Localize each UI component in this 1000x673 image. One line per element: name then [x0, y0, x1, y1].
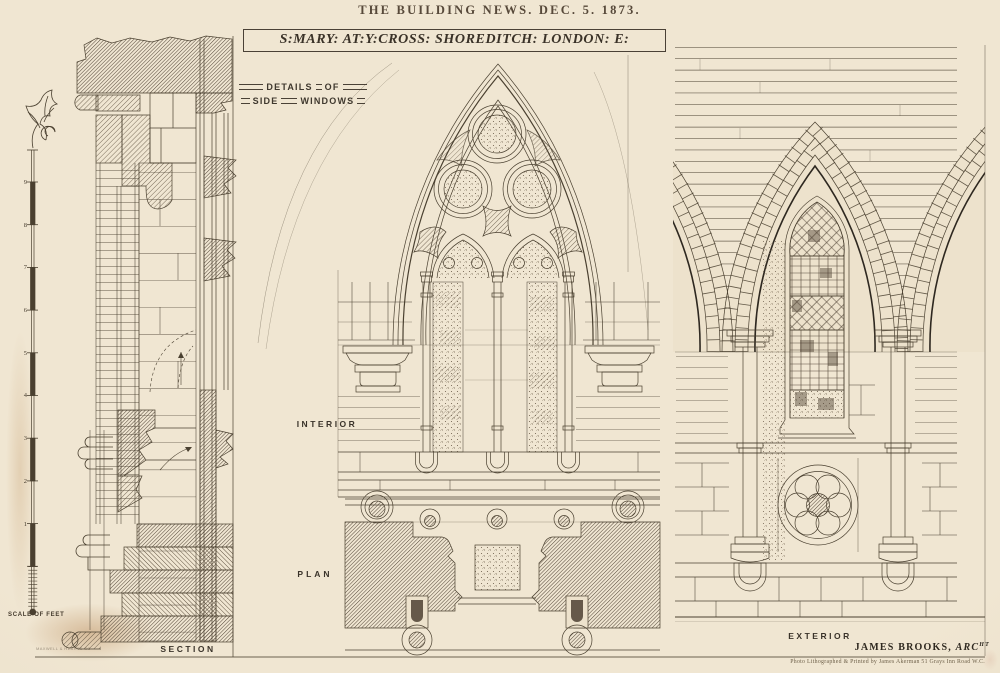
scale-bar: [25, 89, 59, 616]
label-exterior: EXTERIOR: [788, 631, 852, 641]
legend-word: OF: [324, 81, 340, 92]
decorative-rule: [315, 83, 322, 90]
details-legend: DETAILS OF SIDE WINDOWS: [236, 81, 370, 109]
scale-numeral: 5: [23, 350, 27, 357]
flank-capital-right: [584, 345, 655, 393]
architect-abbr-superscript: HT: [979, 642, 990, 648]
architect-name: JAMES BROOKS,: [854, 642, 952, 653]
exterior-drawing: [673, 47, 985, 622]
tracery-circles: [413, 104, 583, 259]
decorative-rule: [281, 97, 298, 104]
scale-finial-ornament: [25, 89, 59, 149]
interior-sill: [338, 451, 660, 498]
decorative-rule: [357, 97, 366, 104]
plan-wall-left: [344, 521, 463, 629]
plan-mullion-block: [474, 544, 521, 591]
decorative-rule: [239, 83, 264, 90]
architect-signature: JAMES BROOKS, ARCHT: [845, 642, 990, 653]
arcade-arches: [673, 121, 985, 353]
exterior-column-left: [726, 329, 774, 592]
label-interior: INTERIOR: [296, 419, 358, 429]
colonnettes: [415, 271, 580, 474]
section-drawing: [61, 35, 237, 657]
scale-numeral: 6: [23, 307, 27, 314]
flank-capital-left: [342, 345, 413, 393]
scale-numeral: 7: [23, 264, 27, 271]
capital-profile: [203, 237, 237, 282]
plan-drawing: [344, 490, 661, 656]
printer-imprint: Photo Lithographed & Printed by James Ak…: [790, 659, 985, 665]
label-section: SECTION: [160, 644, 216, 654]
scale-numeral: 9: [23, 179, 27, 186]
engraver-mark: MAXWELL & HEARTS SC: [36, 646, 91, 651]
legend-row-1: DETAILS OF: [236, 81, 370, 92]
capital-profile: [203, 155, 237, 199]
interior-window-drawing: [257, 55, 660, 498]
plate-title: S:MARY: AT:Y:CROSS: SHOREDITCH: LONDON: …: [279, 32, 630, 47]
legend-word: WINDOWS: [300, 95, 355, 106]
publication-masthead: THE BUILDING NEWS. DEC. 5. 1873.: [358, 3, 641, 17]
plate-title-box: S:MARY: AT:Y:CROSS: SHOREDITCH: LONDON: …: [243, 29, 666, 52]
lancet-window: [762, 195, 875, 560]
sexfoil-rose-window: [777, 464, 859, 546]
legend-word: SIDE: [252, 95, 279, 106]
scale-numeral: 1: [23, 521, 27, 528]
legend-word: DETAILS: [266, 81, 313, 92]
scale-numeral: 3: [23, 435, 27, 442]
scale-numeral: 8: [23, 222, 27, 229]
light-heads: [431, 233, 565, 279]
scale-numeral: 2: [23, 478, 27, 485]
scale-caption: SCALE OF FEET: [8, 612, 65, 618]
flank-walls: [337, 270, 660, 497]
exterior-column-right: [874, 329, 922, 592]
exterior-plinth: [675, 562, 985, 622]
pointed-arch: [392, 63, 604, 346]
label-plan: PLAN: [297, 569, 333, 579]
decorative-rule: [342, 83, 367, 90]
plan-wall-right: [531, 521, 661, 629]
decorative-rule: [240, 97, 250, 104]
architect-abbr: ARC: [955, 642, 980, 653]
scale-numeral: 4: [23, 392, 27, 399]
legend-row-2: SIDE WINDOWS: [236, 95, 370, 106]
